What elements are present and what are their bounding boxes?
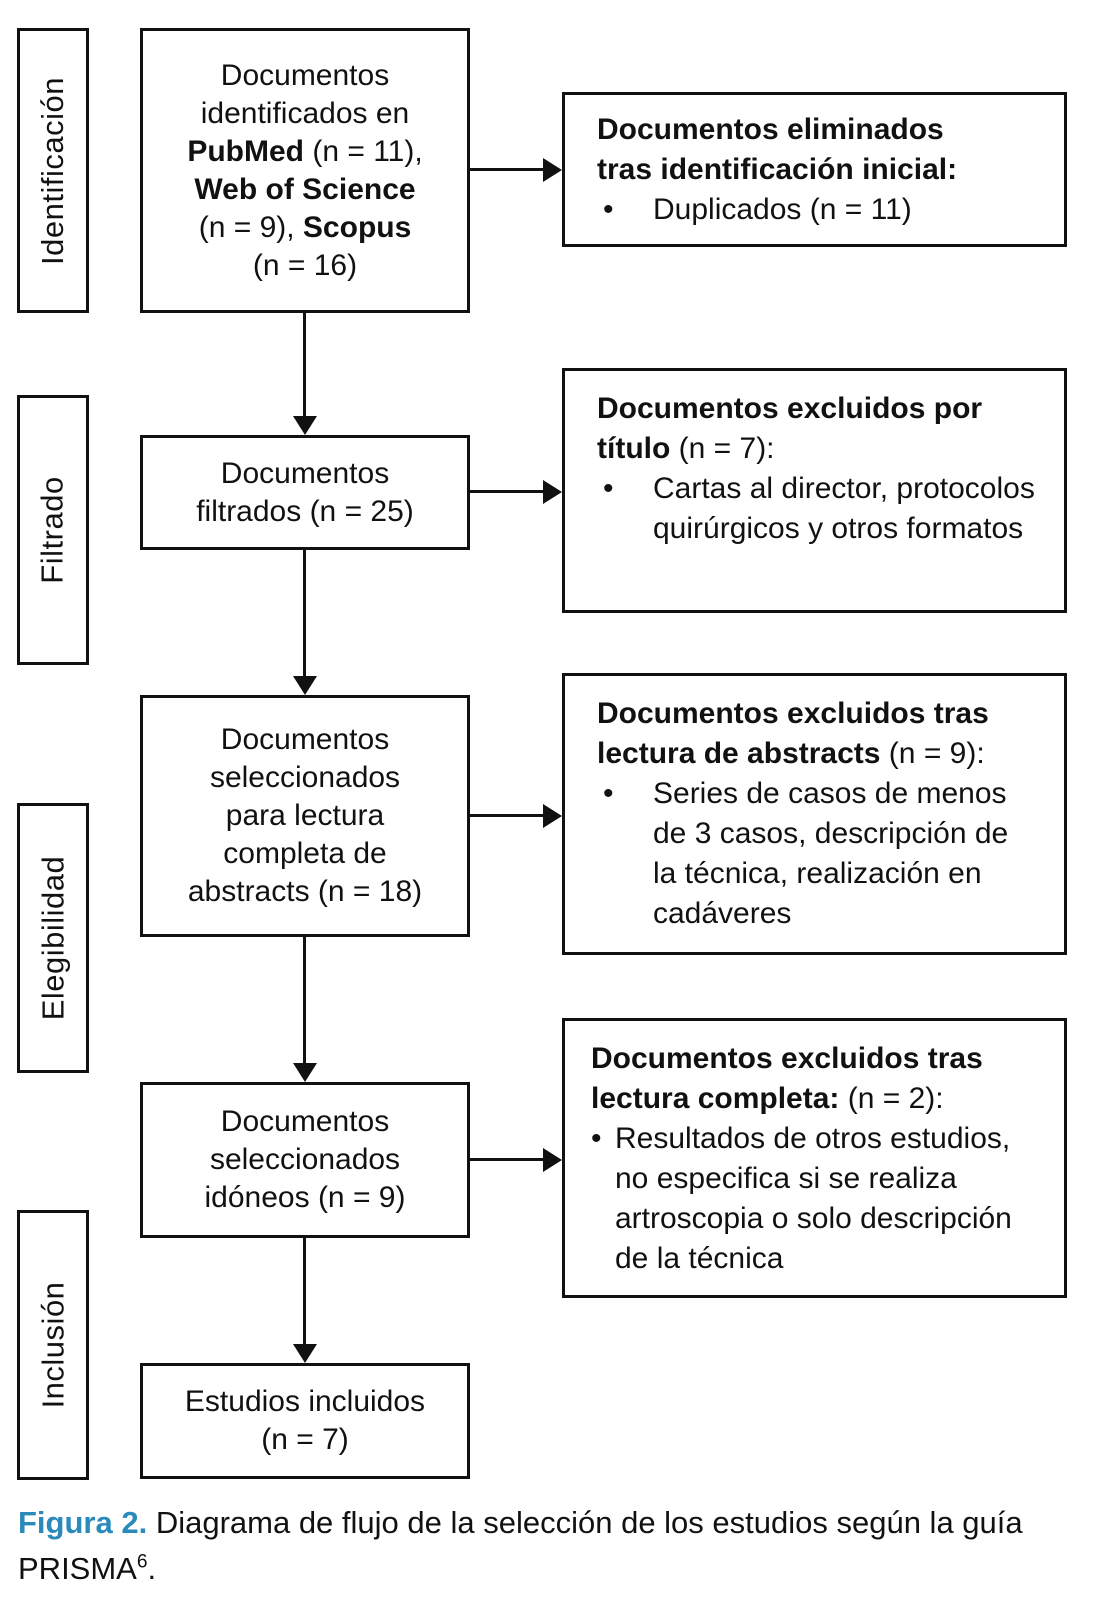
stage-label-filtrado: Filtrado (17, 395, 89, 665)
exclusion-bullet-list: Series de casos de menos de 3 casos, des… (597, 774, 1044, 934)
stage-label-text: Identificación (35, 76, 71, 265)
figure-caption: Figura 2. Diagrama de flujo de la selecc… (18, 1505, 1023, 1586)
arrow-down-1 (303, 313, 306, 416)
arrow-down-4 (303, 1238, 306, 1344)
arrow-right-4 (470, 1158, 543, 1161)
exclusion-box-lectura-completa: Documentos excluidos tras lectura comple… (562, 1018, 1067, 1298)
exclusion-bullet-list: Duplicados (n = 11) (597, 190, 1044, 230)
exclusion-bullet-list: Resultados de otros estudios, no especif… (591, 1119, 1044, 1279)
stage-label-text: Filtrado (35, 476, 70, 584)
exclusion-box-abstracts: Documentos excluidos tras lectura de abs… (562, 673, 1067, 955)
exclusion-heading: Documentos excluidos por título (n = 7): (597, 392, 983, 465)
stage-label-inclusion: Inclusión (17, 1210, 89, 1480)
exclusion-heading: Documentos excluidos tras lectura comple… (591, 1042, 983, 1115)
exclusion-bullet-list: Cartas al director, protocolos quirúrgic… (597, 469, 1044, 549)
stage-label-elegibilidad: Elegibilidad (17, 803, 89, 1073)
arrow-right-2 (470, 490, 543, 493)
arrow-right-3 (470, 814, 543, 817)
exclusion-heading: Documentos eliminados tras identificació… (597, 113, 958, 186)
exclusion-box-titulo: Documentos excluidos por título (n = 7):… (562, 368, 1067, 613)
stage-label-identificacion: Identificación (17, 28, 89, 313)
arrow-down-3 (303, 937, 306, 1063)
arrow-down-2 (303, 550, 306, 676)
exclusion-box-identificacion-inicial: Documentos eliminados tras identificació… (562, 92, 1067, 247)
arrow-right-1 (470, 168, 543, 171)
stage-label-text: Elegibilidad (35, 855, 70, 1021)
flow-box-incluidos: Estudios incluidos(n = 7) (140, 1363, 470, 1479)
stage-label-text: Inclusión (35, 1281, 71, 1409)
exclusion-heading: Documentos excluidos tras lectura de abs… (597, 697, 989, 770)
